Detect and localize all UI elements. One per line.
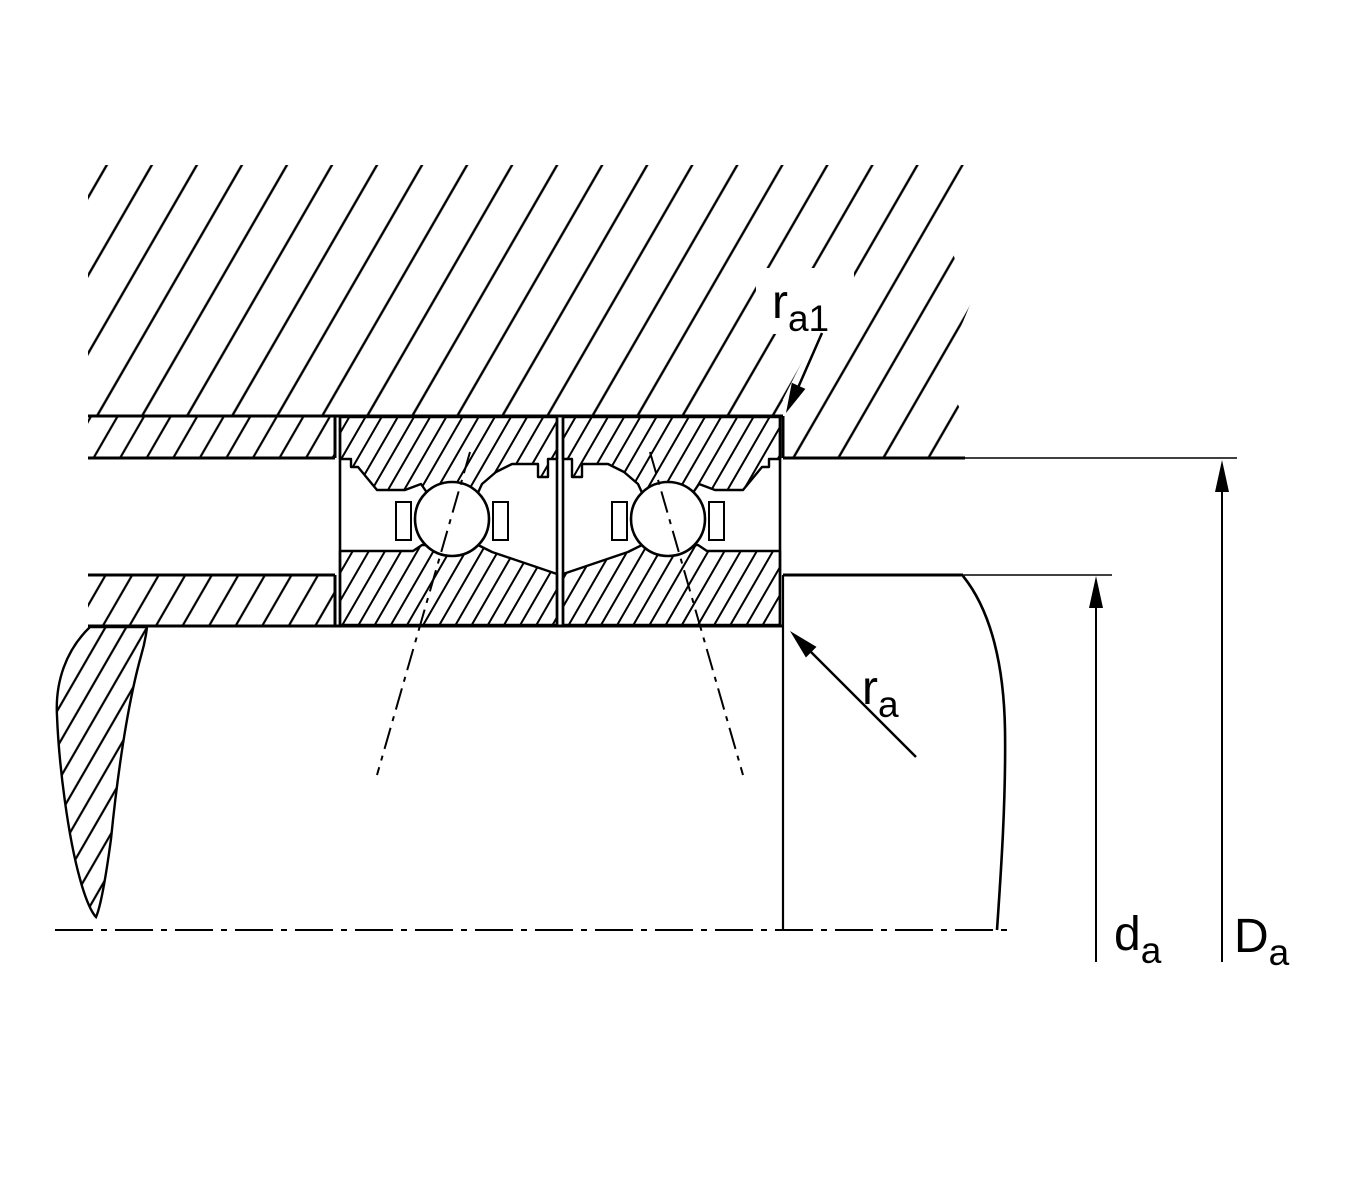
shaft-break-section	[55, 625, 149, 920]
bearing-right-outer-ring	[561, 415, 782, 499]
ball-icon	[413, 480, 491, 558]
housing-cover-strip-section	[88, 417, 335, 458]
label-ra: ra	[862, 662, 899, 725]
label-da: da	[1114, 908, 1162, 971]
cage-segment	[492, 501, 509, 541]
cage-segment	[395, 501, 412, 541]
drawing-outlines	[88, 414, 1237, 931]
housing-section	[88, 165, 975, 458]
dimension-arrow-Da	[1215, 460, 1229, 962]
label-ra1: ra1	[772, 276, 829, 339]
cage-segment	[708, 501, 725, 541]
contact-angle-centerline	[649, 451, 744, 776]
contact-angle-centerline	[376, 451, 471, 776]
shaft-spacer-section	[88, 575, 335, 626]
dimension-arrow-da	[1089, 576, 1103, 962]
bearing-left-outer-ring	[338, 415, 559, 499]
label-Da: Da	[1234, 910, 1290, 973]
leader-arrow-ra1	[756, 268, 854, 413]
leader-arrow-ra	[790, 631, 917, 758]
ball-icon	[629, 480, 707, 558]
cage-segment	[611, 501, 628, 541]
